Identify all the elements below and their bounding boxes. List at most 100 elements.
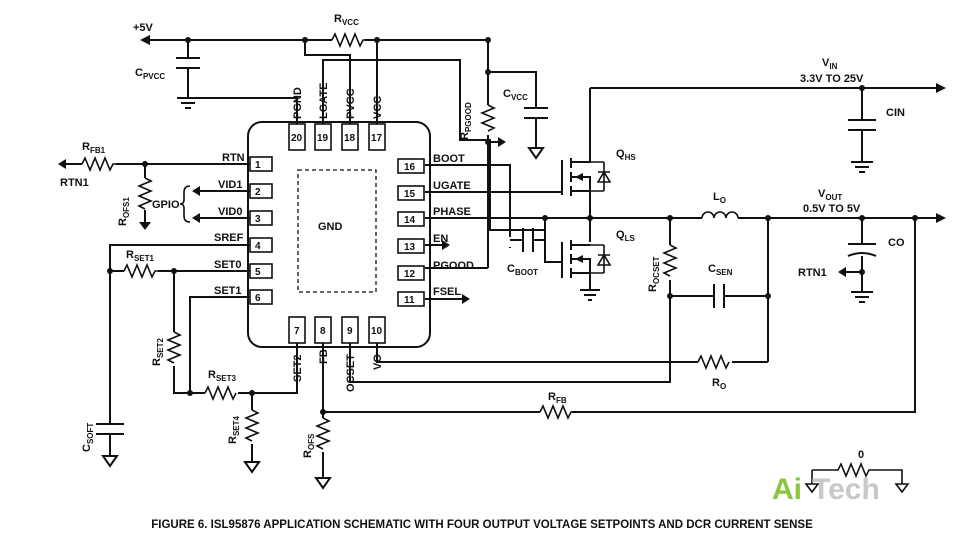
junction-cin — [859, 85, 865, 91]
wire-boot — [425, 164, 511, 248]
ground-cvcc — [527, 147, 545, 160]
label-vout-range: 0.5V TO 5V — [803, 203, 861, 215]
label-csoft: CSOFT — [81, 423, 95, 452]
label-qhs: QHS — [616, 148, 636, 162]
ground-csoft — [101, 455, 119, 468]
resistor-rset4 — [243, 409, 261, 442]
label-vin: VIN — [822, 57, 838, 71]
mosfet-qls — [561, 240, 612, 290]
pin-18-box: 18 — [341, 123, 359, 151]
gpio-brace — [179, 185, 191, 223]
pin-7-box: 7 — [288, 316, 306, 344]
wire-rset2 — [173, 271, 298, 394]
pin-5-box: 5 — [249, 263, 273, 279]
label-co: CO — [888, 237, 905, 249]
pin-name-rtn: RTN — [222, 152, 245, 164]
ic-body — [247, 121, 431, 348]
junction-rtn1-right — [859, 269, 865, 275]
label-lo: LO — [713, 191, 726, 205]
pin-6-box: 6 — [249, 289, 273, 305]
label-vout: VOUT — [818, 188, 842, 202]
pin-name-set0: SET0 — [214, 259, 242, 271]
ground-co — [851, 291, 873, 303]
capacitor-co — [847, 243, 877, 257]
capacitor-csen — [713, 284, 725, 308]
arrow-en — [442, 240, 450, 250]
pin-15-number: 15 — [404, 189, 416, 200]
pin-13-number: 13 — [404, 242, 416, 253]
capacitor-cin — [848, 119, 876, 131]
arrow-pgood-head — [498, 137, 506, 147]
pin-9-box: 9 — [341, 316, 359, 344]
label-rset2: RSET2 — [151, 337, 165, 366]
pin-3-number: 3 — [255, 214, 261, 225]
junction-phase-boot — [542, 215, 548, 221]
label-rfb: RFB — [548, 391, 567, 405]
pin-11-number: 11 — [404, 295, 415, 306]
pin-12-number: 12 — [404, 269, 416, 280]
junction-set1 — [187, 390, 193, 396]
capacitor-cpvcc — [176, 57, 200, 69]
pin-6-number: 6 — [255, 293, 261, 304]
pin-19-box: 19 — [314, 123, 332, 151]
pin-name-fsel: FSEL — [433, 286, 461, 298]
pin-19-number: 19 — [317, 133, 329, 144]
ground-cin — [851, 161, 873, 173]
label-rofs: ROFS — [302, 433, 316, 458]
wire-csen — [670, 218, 769, 362]
label-vin-range: 3.3V TO 25V — [800, 73, 864, 85]
wire-rocset — [349, 218, 671, 383]
wire-sref — [109, 244, 250, 456]
logo-zero: 0 — [858, 449, 864, 461]
arrow-rtn1-left — [58, 159, 66, 169]
junction-vcc — [374, 37, 380, 43]
capacitor-cboot — [510, 218, 546, 252]
wire-ro — [376, 343, 768, 363]
pin-name-boot: BOOT — [433, 153, 465, 165]
pin-14-box: 14 — [397, 211, 425, 227]
wire-pgnd — [188, 97, 298, 124]
ground-cpvcc — [177, 97, 199, 109]
resistor-rofs — [314, 417, 332, 450]
resistor-rset3 — [204, 384, 237, 402]
pin-name-set1: SET1 — [214, 285, 242, 297]
mosfet-qhs — [561, 158, 612, 200]
resistor-rset2 — [165, 331, 183, 364]
figure-caption: FIGURE 6. ISL95876 APPLICATION SCHEMATIC… — [151, 519, 813, 531]
label-cboot: CBOOT — [507, 263, 538, 277]
resistor-rfb — [539, 403, 572, 421]
pin-17-box: 17 — [368, 123, 386, 151]
pin-name-phase: PHASE — [433, 206, 471, 218]
pin-name-pgood: PGOOD — [433, 260, 474, 272]
pin-18-number: 18 — [344, 133, 356, 144]
pin-3-box: 3 — [249, 210, 273, 226]
pin-name-vid0: VID0 — [218, 206, 242, 218]
pin-12-box: 12 — [397, 265, 425, 281]
pin-2-box: 2 — [249, 183, 273, 199]
wire-lgate — [322, 59, 562, 263]
resistor-rpgood — [479, 104, 497, 132]
label-rtn1-left: RTN1 — [60, 177, 89, 189]
pin-2-number: 2 — [255, 187, 261, 198]
pin-1-box: 1 — [249, 156, 273, 172]
pin-1-number: 1 — [255, 160, 261, 171]
watermark-tech: Tech — [812, 473, 880, 506]
arrow-vid1 — [192, 186, 200, 196]
label-rset4: RSET4 — [227, 415, 241, 444]
resistor-rset1 — [123, 262, 158, 280]
label-rset1: RSET1 — [126, 249, 155, 263]
arrow-vout — [936, 213, 946, 223]
pin-10-number: 10 — [371, 326, 383, 337]
arrow-rtn1-right — [838, 267, 846, 277]
pin-15-box: 15 — [397, 185, 425, 201]
junction-csen-left — [667, 293, 673, 299]
ic-center-label: GND — [318, 221, 343, 233]
label-qls: QLS — [616, 229, 635, 243]
arrow-rofs1 — [139, 222, 151, 230]
capacitor-cvcc — [524, 107, 548, 119]
junction-csen-right — [765, 293, 771, 299]
pin-name-vid1: VID1 — [218, 179, 242, 191]
label-cvcc: CVCC — [503, 88, 528, 102]
inductor-lo — [701, 211, 739, 219]
resistor-rvcc — [331, 31, 365, 49]
